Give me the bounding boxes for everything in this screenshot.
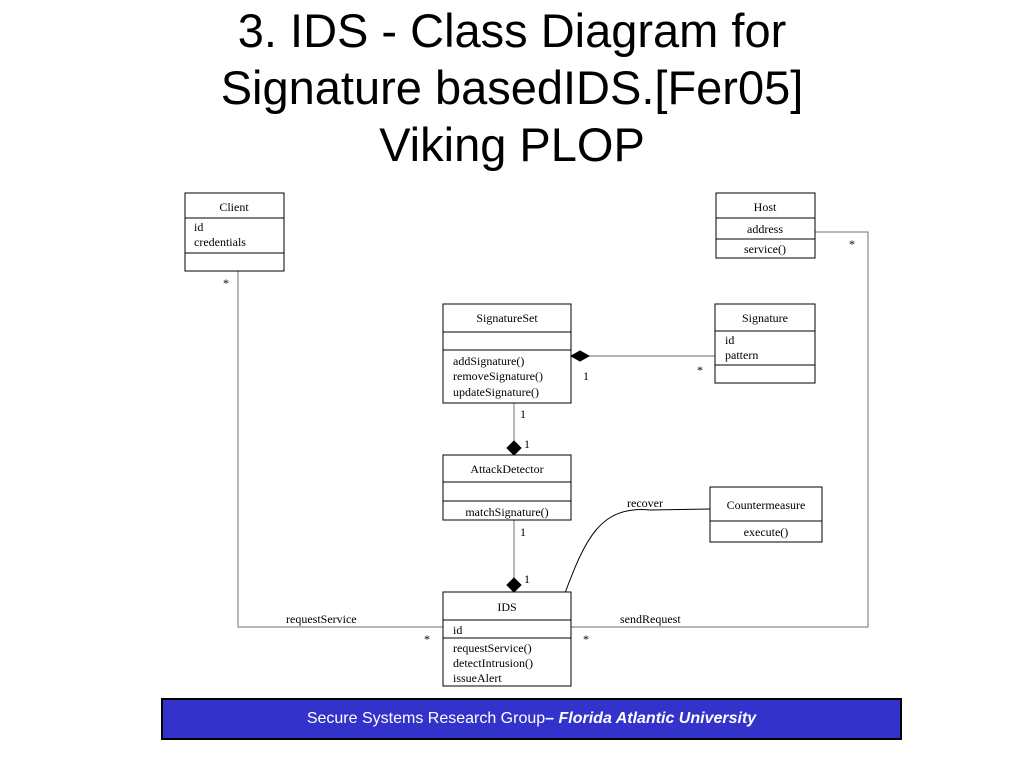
sigset-op-update: updateSignature() <box>453 385 539 399</box>
diamond-sigset-detector <box>506 440 522 456</box>
countermeasure-class-name: Countermeasure <box>727 498 806 512</box>
class-signature-set <box>442 303 572 404</box>
mult-detector-ids-bottom: 1 <box>524 572 530 586</box>
mult-signature-part: * <box>697 363 703 377</box>
host-attr-address: address <box>747 222 783 236</box>
slide-title: 3. IDS - Class Diagram for Signature bas… <box>0 2 1024 173</box>
footer-banner: Secure Systems Research Group – Florida … <box>161 698 902 740</box>
signature-class-name: Signature <box>742 311 788 325</box>
class-host <box>715 192 816 259</box>
request-service-label: requestService <box>286 612 357 626</box>
host-class-name: Host <box>754 200 777 214</box>
ids-host-association <box>571 231 869 628</box>
mult-client: * <box>223 276 229 290</box>
mult-detector-ids-top: 1 <box>520 525 526 539</box>
diamond-detector-ids <box>506 577 522 593</box>
ids-class-name: IDS <box>497 600 516 614</box>
title-line-1: 3. IDS - Class Diagram for <box>237 4 787 57</box>
ids-op-request: requestService() <box>453 641 532 655</box>
class-client <box>184 192 285 272</box>
class-countermeasure <box>709 486 823 543</box>
footer-group-name: Secure Systems Research Group <box>306 710 546 727</box>
mult-sigset-whole: 1 <box>583 369 589 383</box>
ids-op-detect: detectIntrusion() <box>453 656 533 670</box>
sigset-op-add: addSignature() <box>453 354 524 368</box>
diamond-sigset-signature <box>569 350 591 362</box>
countermeasure-op-execute: execute() <box>744 525 789 539</box>
title-line-3: Viking PLOP <box>379 118 645 171</box>
mult-sigset-detector-bottom: 1 <box>524 437 530 451</box>
mult-ids-host: * <box>583 632 589 646</box>
detector-class-name: AttackDetector <box>470 462 543 476</box>
ids-attr-id: id <box>453 623 462 637</box>
recover-label: recover <box>627 496 663 510</box>
send-request-label: sendRequest <box>620 612 681 626</box>
ids-op-alert: issueAlert <box>453 671 502 685</box>
sigset-class-name: SignatureSet <box>476 311 538 325</box>
client-class-name: Client <box>219 200 249 214</box>
sigset-op-remove: removeSignature() <box>453 369 543 383</box>
footer-university: – Florida Atlantic University <box>545 710 757 727</box>
class-attack-detector <box>442 454 572 521</box>
mult-ids-client: * <box>424 632 430 646</box>
detector-op-match: matchSignature() <box>465 505 548 519</box>
signature-attr-id: id <box>725 333 734 347</box>
title-line-2: Signature basedIDS.[Fer05] <box>220 61 804 114</box>
client-attr-credentials: credentials <box>194 235 246 249</box>
class-ids <box>442 591 572 687</box>
class-signature <box>714 303 816 384</box>
client-ids-association <box>237 271 443 628</box>
host-op-service: service() <box>744 242 786 256</box>
mult-host: * <box>849 237 855 251</box>
client-attr-id: id <box>194 220 203 234</box>
mult-sigset-detector-top: 1 <box>520 407 526 421</box>
ids-countermeasure-association <box>564 508 711 594</box>
signature-attr-pattern: pattern <box>725 348 758 362</box>
